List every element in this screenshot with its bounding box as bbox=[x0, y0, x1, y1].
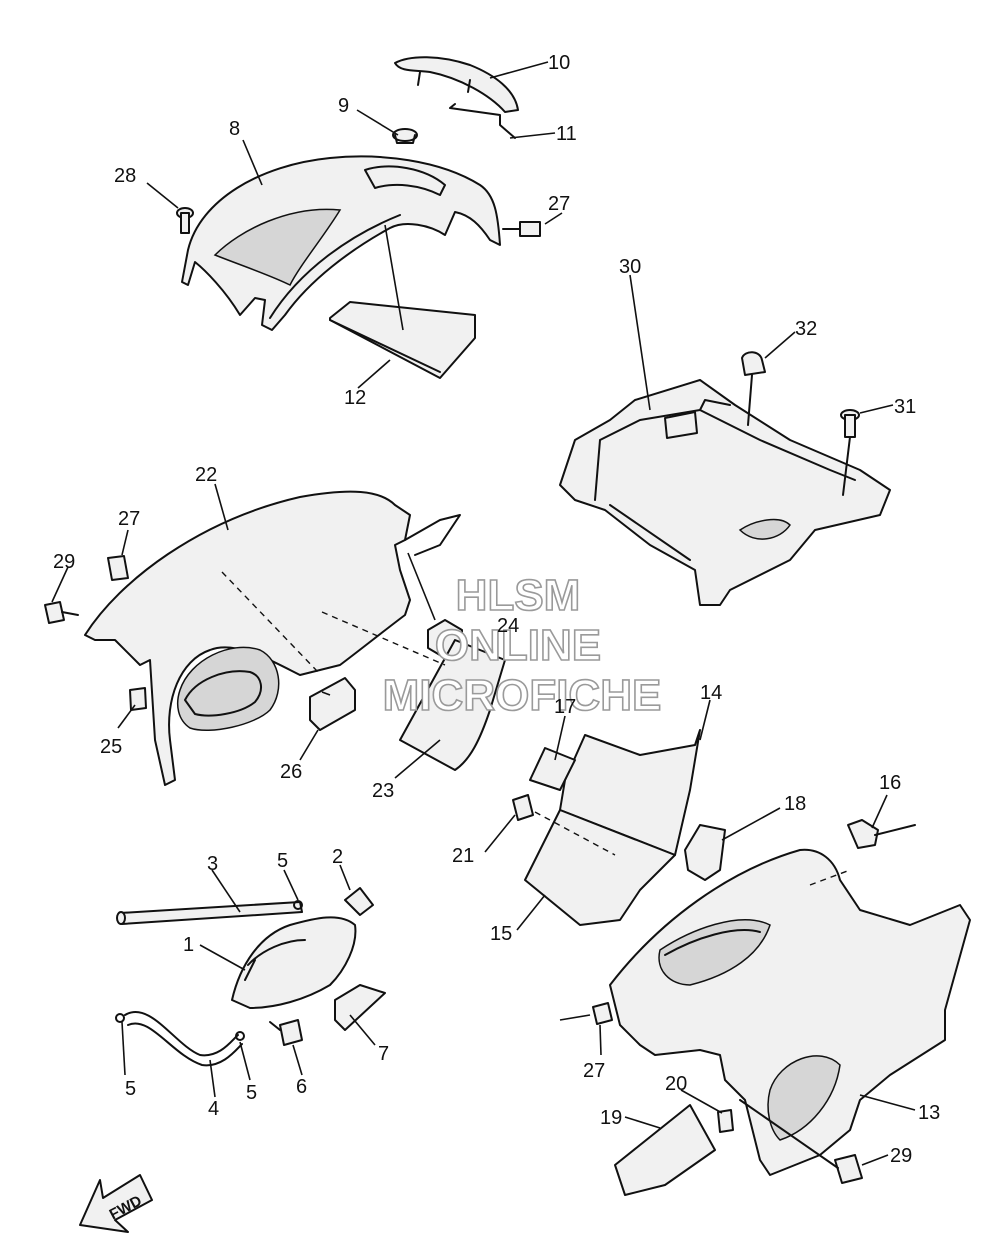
part-23-sheet bbox=[399, 639, 506, 771]
callout-27-left: 27 bbox=[118, 508, 140, 530]
callout-8: 8 bbox=[229, 118, 240, 140]
callout-5-left: 5 bbox=[125, 1078, 136, 1100]
part-4-hose bbox=[124, 1011, 243, 1067]
part-27-screw-left bbox=[107, 555, 129, 581]
part-16-pad bbox=[847, 819, 916, 849]
callout-2: 2 bbox=[332, 846, 343, 868]
part-1-tank bbox=[231, 916, 357, 1009]
part-6-bolt bbox=[269, 1019, 303, 1046]
callout-6: 6 bbox=[296, 1076, 307, 1098]
callout-10: 10 bbox=[548, 52, 570, 74]
callout-12: 12 bbox=[344, 387, 366, 409]
callout-5-mid: 5 bbox=[246, 1082, 257, 1104]
callout-31: 31 bbox=[894, 396, 916, 418]
part-26-pad bbox=[309, 677, 356, 731]
callout-9: 9 bbox=[338, 95, 349, 117]
watermark-line-1: HLSM bbox=[456, 571, 581, 620]
callout-32: 32 bbox=[795, 318, 817, 340]
part-31-bolt bbox=[840, 409, 860, 496]
part-20-clip bbox=[717, 1109, 734, 1133]
part-29-bolt-right bbox=[739, 1099, 863, 1184]
watermark-line-2: ONLINE bbox=[435, 621, 601, 670]
part-15-sheet bbox=[524, 809, 676, 926]
leader-lines bbox=[51, 61, 916, 1166]
callout-25: 25 bbox=[100, 736, 122, 758]
part-11-stay bbox=[449, 103, 516, 139]
callout-27-right: 27 bbox=[583, 1060, 605, 1082]
part-21-pad bbox=[512, 794, 534, 821]
part-19-sheet bbox=[614, 1104, 716, 1196]
callout-28: 28 bbox=[114, 165, 136, 187]
part-13-side-cover bbox=[609, 848, 971, 1176]
part-25-clip bbox=[129, 687, 147, 711]
callout-17: 17 bbox=[554, 696, 576, 718]
part-2-cap bbox=[344, 887, 374, 916]
callout-7: 7 bbox=[378, 1043, 389, 1065]
callout-23: 23 bbox=[372, 780, 394, 802]
callout-1: 1 bbox=[183, 934, 194, 956]
callout-11: 11 bbox=[556, 123, 577, 145]
callout-3: 3 bbox=[207, 853, 218, 875]
part-32-nut bbox=[741, 351, 766, 426]
part-29-bolt-left bbox=[44, 601, 79, 624]
callout-14: 14 bbox=[700, 682, 722, 704]
callout-5-top: 5 bbox=[277, 850, 288, 872]
part-8-fender bbox=[181, 155, 501, 331]
callout-24: 24 bbox=[497, 615, 519, 637]
callout-18: 18 bbox=[784, 793, 806, 815]
callout-22: 22 bbox=[195, 464, 217, 486]
callout-29-right: 29 bbox=[890, 1145, 912, 1167]
callout-30: 30 bbox=[619, 256, 641, 278]
callout-26: 26 bbox=[280, 761, 302, 783]
part-27-screw-right bbox=[592, 1002, 613, 1025]
part-9-grommet bbox=[392, 128, 418, 144]
callout-15: 15 bbox=[490, 923, 512, 945]
part-27-screw-top bbox=[502, 221, 541, 237]
callout-19: 19 bbox=[600, 1107, 622, 1129]
callout-29-left: 29 bbox=[53, 551, 75, 573]
fwd-arrow-icon: FWD bbox=[79, 1174, 153, 1233]
part-3-pipe bbox=[116, 901, 303, 925]
part-10-cap bbox=[394, 56, 519, 113]
part-30-frame bbox=[559, 379, 891, 606]
part-28-bolt bbox=[176, 207, 194, 234]
callout-20: 20 bbox=[665, 1073, 687, 1095]
part-22-rear-fender bbox=[84, 490, 461, 786]
part-7-pad bbox=[334, 984, 386, 1031]
watermark: HLSM ONLINE MICROFICHE bbox=[382, 570, 662, 721]
callout-numbers: 10 9 11 8 28 27 12 30 32 31 22 27 29 24 … bbox=[53, 52, 940, 1167]
callout-21: 21 bbox=[452, 845, 474, 867]
part-5-clamps bbox=[115, 900, 303, 1041]
watermark-line-3: MICROFICHE bbox=[383, 671, 662, 720]
part-12-pad bbox=[329, 301, 476, 379]
callout-27: 27 bbox=[548, 193, 570, 215]
part-17-pad bbox=[529, 747, 576, 791]
part-18-pad bbox=[684, 824, 726, 881]
callout-4: 4 bbox=[208, 1098, 219, 1120]
callout-13: 13 bbox=[918, 1102, 940, 1124]
callout-16: 16 bbox=[879, 772, 901, 794]
